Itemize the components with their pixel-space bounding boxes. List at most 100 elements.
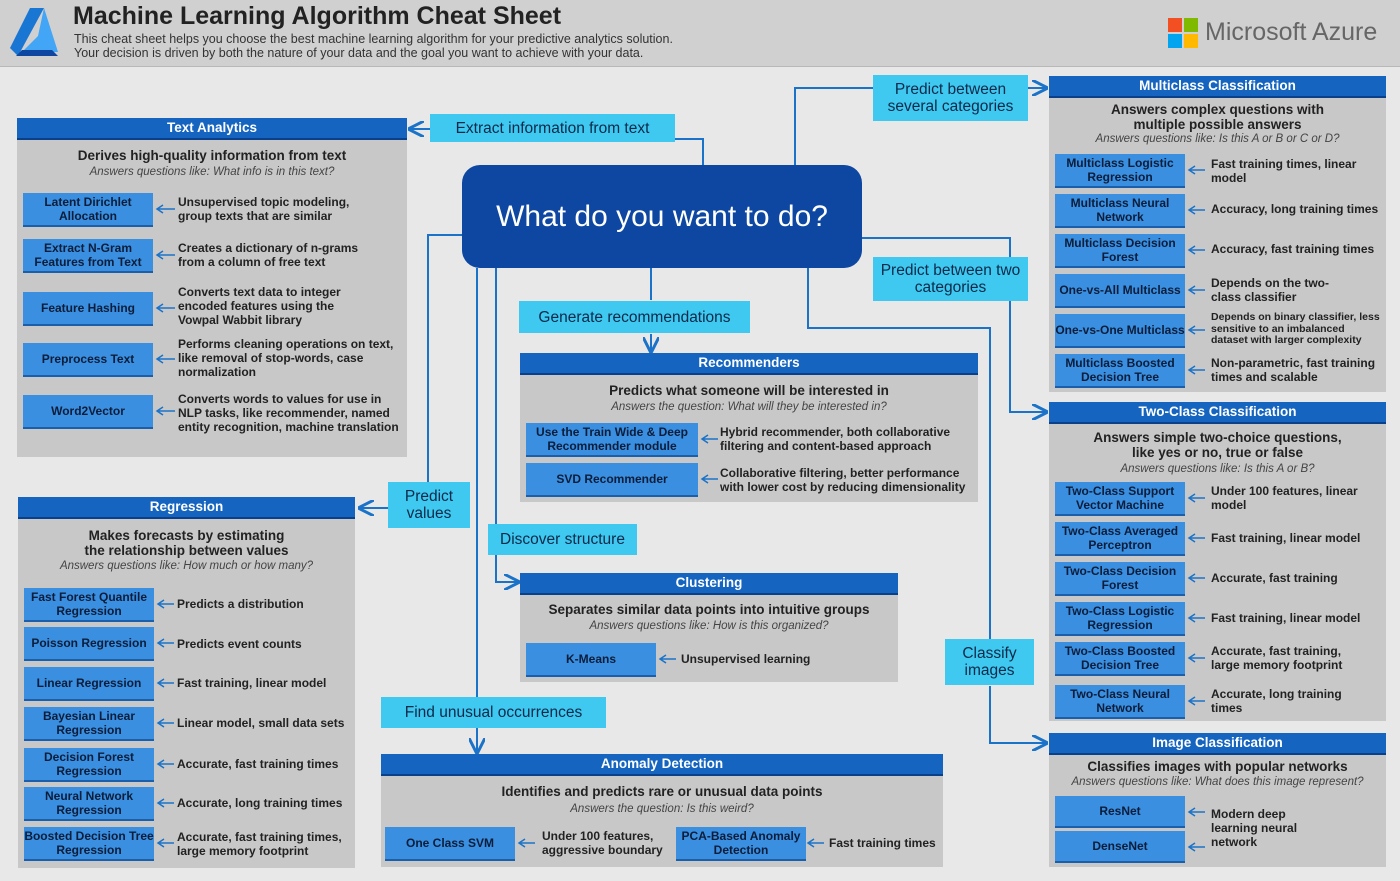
algo-preprocess-text[interactable]: Preprocess Text xyxy=(23,343,153,377)
panel-title: Text Analytics xyxy=(17,118,407,140)
note-one-vs-one: Depends on binary classifier, less sensi… xyxy=(1211,311,1380,346)
center-question: What do you want to do? xyxy=(462,165,862,268)
category-predict-values[interactable]: Predict values xyxy=(388,482,470,528)
note-two-class-neural: Accurate, long training times xyxy=(1211,687,1342,715)
panel-description: Classifies images with popular networks xyxy=(1087,759,1348,774)
panel-recommenders: Recommenders Predicts what someone will … xyxy=(520,353,978,502)
algo-decision-forest-regression[interactable]: Decision Forest Regression xyxy=(24,748,154,782)
note-image-networks: Modern deep learning neural network xyxy=(1211,807,1298,849)
note-one-class-svm: Under 100 features, aggressive boundary xyxy=(542,829,663,857)
arrow-icons xyxy=(517,838,824,848)
panel-text-analytics: Text Analytics Derives high-quality info… xyxy=(17,118,407,457)
algo-one-vs-all[interactable]: One-vs-All Multiclass xyxy=(1055,274,1185,308)
panel-title: Image Classification xyxy=(1049,733,1386,755)
algo-latent-dirichlet[interactable]: Latent Dirichlet Allocation xyxy=(23,193,153,227)
algo-multiclass-logistic[interactable]: Multiclass Logistic Regression xyxy=(1055,154,1185,188)
panel-title: Clustering xyxy=(520,573,898,595)
note-latent-dirichlet: Unsupervised topic modeling, group texts… xyxy=(178,195,350,223)
note-multiclass-forest: Accuracy, fast training times xyxy=(1211,242,1375,256)
panel-two-class: Two-Class Classification Answers simple … xyxy=(1049,402,1386,721)
panel-regression: Regression Makes forecasts by estimating… xyxy=(18,497,355,868)
algo-two-class-svm[interactable]: Two-Class Support Vector Machine xyxy=(1055,482,1185,516)
category-find-unusual[interactable]: Find unusual occurrences xyxy=(381,697,606,728)
note-feature-hashing: Converts text data to integer encoded fe… xyxy=(178,285,341,327)
note-multiclass-logistic: Fast training times, linear model xyxy=(1211,157,1357,185)
arrow-icons xyxy=(156,599,174,848)
category-predict-two[interactable]: Predict between two categories xyxy=(873,257,1028,301)
algo-pca-anomaly[interactable]: PCA-Based Anomaly Detection xyxy=(676,827,806,861)
algo-one-class-svm[interactable]: One Class SVM xyxy=(385,827,515,861)
algo-fast-forest-quantile[interactable]: Fast Forest Quantile Regression xyxy=(24,588,154,622)
note-two-class-forest: Accurate, fast training xyxy=(1211,571,1338,585)
subtitle-line-2: Your decision is driven by both the natu… xyxy=(74,46,644,60)
page-subtitle: This cheat sheet helps you choose the be… xyxy=(74,32,673,60)
microsoft-logo-icon xyxy=(1168,18,1198,48)
panel-title: Multiclass Classification xyxy=(1049,76,1386,98)
arrow-icons xyxy=(700,434,718,484)
algo-two-class-perceptron[interactable]: Two-Class Averaged Perceptron xyxy=(1055,522,1185,556)
algo-resnet[interactable]: ResNet xyxy=(1055,796,1185,828)
algo-feature-hashing[interactable]: Feature Hashing xyxy=(23,292,153,326)
note-word2vector: Converts words to values for use in NLP … xyxy=(178,392,399,434)
algo-boosted-decision-tree-regression[interactable]: Boosted Decision Tree Regression xyxy=(24,827,154,861)
panel-description: Predicts what someone will be interested… xyxy=(609,383,889,398)
algo-multiclass-neural[interactable]: Multiclass Neural Network xyxy=(1055,194,1185,228)
category-classify-images[interactable]: Classify images xyxy=(945,639,1034,685)
panel-question: Answers questions like: How much or how … xyxy=(59,560,314,572)
panel-title: Recommenders xyxy=(520,353,978,375)
algo-linear-regression[interactable]: Linear Regression xyxy=(24,667,154,701)
algo-poisson[interactable]: Poisson Regression xyxy=(24,627,154,661)
algo-word2vector[interactable]: Word2Vector xyxy=(23,395,153,429)
panel-image-classification: Image Classification Classifies images w… xyxy=(1049,733,1386,867)
panel-anomaly: Anomaly Detection Identifies and predict… xyxy=(381,754,943,867)
note-one-vs-all: Depends on the two-class classifier xyxy=(1211,276,1329,304)
note-multiclass-boosted: Non-parametric, fast training times and … xyxy=(1211,356,1376,384)
note-decision-forest-regression: Accurate, fast training times xyxy=(177,757,339,771)
algo-neural-network-regression[interactable]: Neural Network Regression xyxy=(24,787,154,821)
note-pca-anomaly: Fast training times xyxy=(829,836,936,850)
panel-description: Makes forecasts by estimating the relati… xyxy=(84,528,289,558)
note-boosted-decision-tree-regression: Accurate, fast training times, large mem… xyxy=(177,830,342,858)
note-two-class-svm: Under 100 features, linear model xyxy=(1211,484,1358,512)
panel-description: Derives high-quality information from te… xyxy=(77,148,347,163)
category-discover-structure[interactable]: Discover structure xyxy=(488,524,637,555)
algo-multiclass-boosted[interactable]: Multiclass Boosted Decision Tree xyxy=(1055,354,1185,388)
panel-description: Answers simple two-choice questions, lik… xyxy=(1093,430,1342,460)
algo-ngram[interactable]: Extract N-Gram Features from Text xyxy=(23,239,153,273)
note-two-class-logistic: Fast training, linear model xyxy=(1211,611,1361,625)
algo-two-class-neural[interactable]: Two-Class Neural Network xyxy=(1055,685,1185,719)
note-multiclass-neural: Accuracy, long training times xyxy=(1211,202,1379,216)
note-svd-recommender: Collaborative filtering, better performa… xyxy=(720,466,966,494)
category-extract-text[interactable]: Extract information from text xyxy=(430,114,675,142)
algo-two-class-boosted[interactable]: Two-Class Boosted Decision Tree xyxy=(1055,642,1185,676)
arrow-icons xyxy=(1187,807,1205,852)
algo-wide-deep-recommender[interactable]: Use the Train Wide & Deep Recommender mo… xyxy=(526,423,698,457)
note-preprocess-text: Performs cleaning operations on text, li… xyxy=(178,337,394,379)
algo-densenet[interactable]: DenseNet xyxy=(1055,831,1185,863)
note-poisson: Predicts event counts xyxy=(177,637,302,651)
panel-title: Regression xyxy=(18,497,355,519)
algo-multiclass-forest[interactable]: Multiclass Decision Forest xyxy=(1055,234,1185,268)
note-two-class-boosted: Accurate, fast training, large memory fo… xyxy=(1211,644,1343,672)
algo-one-vs-one[interactable]: One-vs-One Multiclass xyxy=(1055,314,1185,348)
panel-question: Answers questions like: What info is in … xyxy=(89,166,335,178)
brand-name: Microsoft Azure xyxy=(1205,18,1378,46)
panel-question: Answers questions like: How is this orga… xyxy=(589,620,829,632)
page-title: Machine Learning Algorithm Cheat Sheet xyxy=(73,2,562,30)
panel-description: Answers complex questions with multiple … xyxy=(1110,102,1325,132)
algo-k-means[interactable]: K-Means xyxy=(526,643,656,677)
panel-description: Identifies and predicts rare or unusual … xyxy=(501,784,823,799)
algo-two-class-logistic[interactable]: Two-Class Logistic Regression xyxy=(1055,602,1185,636)
arrow-icons xyxy=(155,204,175,416)
azure-logo-icon xyxy=(10,8,58,56)
algo-bayesian-linear[interactable]: Bayesian Linear Regression xyxy=(24,707,154,741)
category-generate-recommendations[interactable]: Generate recommendations xyxy=(519,301,750,333)
panel-question: Answers questions like: Is this A or B o… xyxy=(1095,133,1340,145)
arrow-icons xyxy=(1187,165,1205,375)
panel-question: Answers the question: What will they be … xyxy=(611,401,887,413)
algo-two-class-forest[interactable]: Two-Class Decision Forest xyxy=(1055,562,1185,596)
note-fast-forest-quantile: Predicts a distribution xyxy=(177,597,304,611)
algo-svd-recommender[interactable]: SVD Recommender xyxy=(526,463,698,497)
category-predict-several[interactable]: Predict between several categories xyxy=(873,75,1028,121)
